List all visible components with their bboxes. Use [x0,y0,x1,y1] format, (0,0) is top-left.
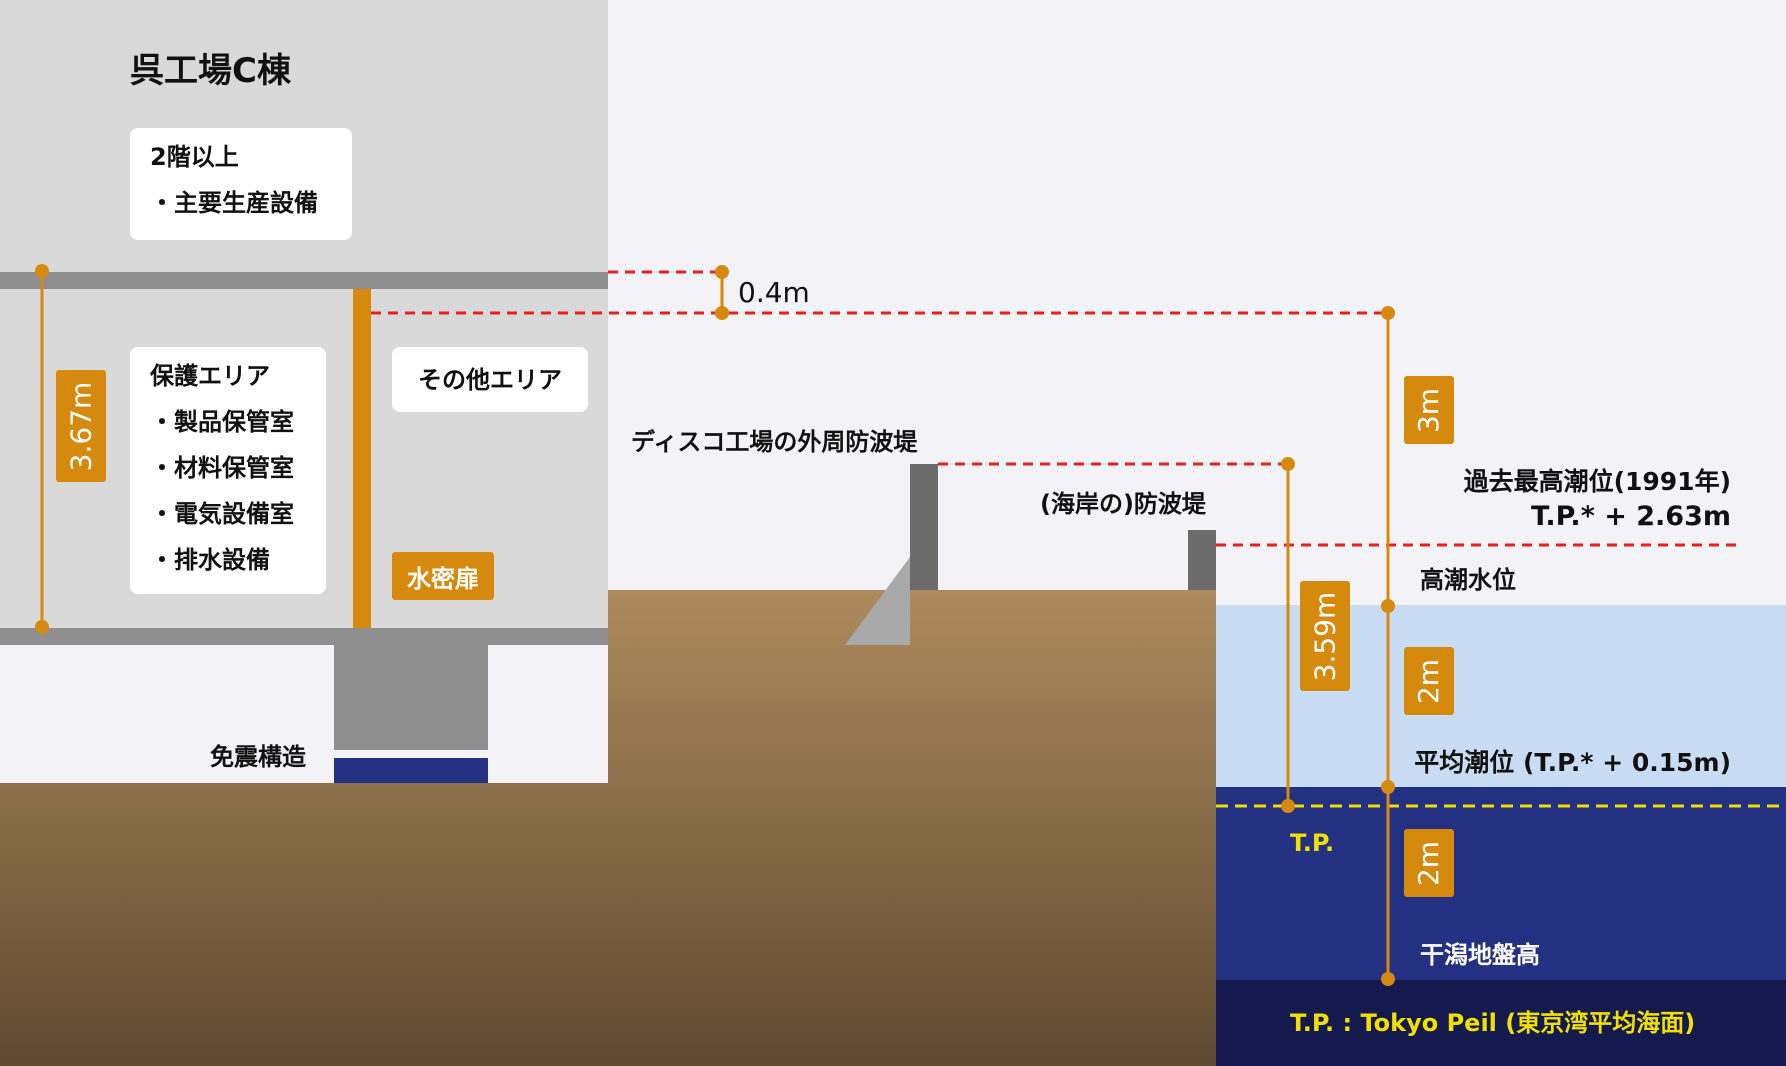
other-area-box: その他エリア [392,347,588,412]
watertight-door-badge: 水密扉 [392,552,494,600]
water-deepest [1216,980,1786,1066]
seawall-dot-top [1281,457,1295,471]
watertight-wall [353,289,371,628]
floor-height-dot-bottom [35,620,49,634]
margin-dot-bottom [715,306,729,320]
protected-area-item: ・電気設備室 [150,500,294,528]
mudflat-label: 干潟地盤高 [1420,941,1540,969]
high-tide-to-mean-badge: 2m [1404,647,1454,715]
protected-area-box: 保護エリア ・製品保管室 ・材料保管室 ・電気設備室 ・排水設備 [130,347,326,594]
mean-to-mudflat-value: 2m [1412,840,1446,886]
mean-to-mudflat-badge: 2m [1404,829,1454,897]
tp-footnote: T.P. : Tokyo Peil (東京湾平均海面) [1290,1009,1696,1037]
above-high-tide-value: 3m [1412,387,1446,433]
seismic-isolation-label: 免震構造 [210,743,306,771]
disco-seawall-label: ディスコ工場の外周防波堤 [631,428,918,456]
ground-floor-slab [0,628,608,645]
margin-value: 0.4m [738,276,810,309]
seawall-dot-bottom [1281,799,1295,813]
floor-height-dot-top [35,264,49,278]
protected-area-item: ・製品保管室 [150,408,294,436]
building-title: 呉工場C棟 [130,51,291,91]
high-tide-label: 高潮水位 [1420,566,1516,594]
tide-dot-top [1381,306,1395,320]
high-tide-to-mean-value: 2m [1412,658,1446,704]
floor-height-value: 3.67m [64,381,98,471]
seawall-height-badge: 3.59m [1300,581,1350,691]
protected-area-item: ・排水設備 [150,546,270,574]
disco-seawall-wall [910,464,938,590]
protected-area-heading: 保護エリア [150,362,270,390]
upper-floor-box: 2階以上 ・主要生産設備 [130,128,352,240]
seawall-height-value: 3.59m [1308,591,1342,681]
upper-floor-heading: 2階以上 [150,143,239,171]
coastal-seawall-label: (海岸の)防波堤 [1040,490,1206,518]
disco-seawall-slope [845,557,910,645]
other-area-label: その他エリア [418,365,562,394]
foundation-area [0,645,608,783]
coastal-seawall-wall [1188,530,1216,590]
seismic-isolator [334,758,488,783]
record-tide-label: 過去最高潮位(1991年) [1463,467,1731,496]
tide-dot-mean [1381,780,1395,794]
seismic-column [334,645,488,750]
upper-floor-slab [0,272,608,289]
protected-area-item: ・材料保管室 [150,454,294,482]
tp-label: T.P. [1290,829,1335,857]
tide-dot-high [1381,599,1395,613]
record-tide-value: T.P.* + 2.63m [1531,501,1731,532]
margin-dot-top [715,265,729,279]
water-lower [1216,787,1786,980]
upper-floor-item: ・主要生産設備 [150,189,318,217]
mean-tide-label: 平均潮位 (T.P.* + 0.15m) [1414,748,1731,777]
watertight-door-label: 水密扉 [407,564,479,593]
tide-dot-bottom [1381,972,1395,986]
above-high-tide-badge: 3m [1404,376,1454,444]
floor-height-badge: 3.67m [56,370,106,482]
soil-ground [0,590,1216,1066]
